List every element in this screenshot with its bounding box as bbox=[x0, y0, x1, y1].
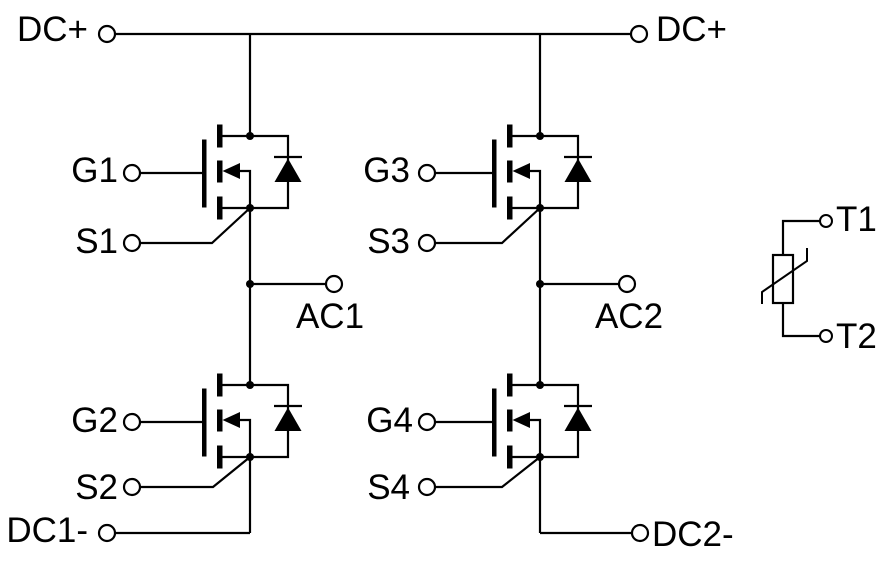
ac1-junction-dot bbox=[246, 280, 254, 288]
label-t1: T1 bbox=[836, 200, 877, 239]
terminal-g2 bbox=[122, 412, 142, 432]
terminal-s1 bbox=[122, 233, 142, 253]
terminal-dc2-neg bbox=[630, 523, 650, 543]
thermistor-body bbox=[771, 253, 795, 305]
mosfet-q2 bbox=[200, 372, 304, 470]
terminal-t2 bbox=[819, 329, 833, 343]
s3-lead-wire bbox=[435, 207, 541, 245]
terminal-s2 bbox=[122, 477, 142, 497]
label-s2: S2 bbox=[75, 468, 118, 507]
mosfet-q4 bbox=[490, 372, 594, 470]
label-g4: G4 bbox=[366, 401, 413, 440]
terminal-t1 bbox=[819, 214, 833, 228]
label-t2: T2 bbox=[836, 317, 877, 356]
mosfet-q3 bbox=[490, 123, 594, 221]
thermistor-stroke-icon bbox=[761, 248, 808, 304]
label-dc1-neg: DC1- bbox=[6, 511, 88, 550]
terminal-dc-plus-left bbox=[97, 24, 117, 44]
terminal-dc1-neg bbox=[97, 523, 117, 543]
terminal-s4 bbox=[417, 477, 437, 497]
label-g2: G2 bbox=[71, 401, 118, 440]
terminal-g3 bbox=[417, 163, 437, 183]
ntc-thermistor bbox=[761, 214, 833, 343]
terminal-ac1 bbox=[324, 274, 344, 294]
s2-lead-wire bbox=[140, 456, 251, 489]
label-s1: S1 bbox=[75, 222, 118, 261]
mosfet-q1 bbox=[200, 123, 304, 221]
terminal-s3 bbox=[417, 233, 437, 253]
label-dc-plus-right: DC+ bbox=[656, 10, 727, 49]
label-g1: G1 bbox=[71, 151, 118, 190]
label-s4: S4 bbox=[367, 468, 410, 507]
t1-lead-wire bbox=[781, 219, 820, 255]
t2-lead-wire bbox=[781, 303, 820, 338]
terminal-g1 bbox=[122, 163, 142, 183]
label-s3: S3 bbox=[367, 222, 410, 261]
terminal-dc-plus-right bbox=[629, 24, 649, 44]
terminal-g4 bbox=[417, 412, 437, 432]
s1-lead-wire bbox=[140, 207, 251, 245]
label-dc2-neg: DC2- bbox=[652, 515, 734, 554]
label-ac2: AC2 bbox=[595, 297, 663, 336]
ac2-junction-dot bbox=[536, 280, 544, 288]
label-dc-plus-left: DC+ bbox=[17, 10, 88, 49]
label-ac1: AC1 bbox=[296, 297, 364, 336]
terminal-ac2 bbox=[617, 274, 637, 294]
label-g3: G3 bbox=[363, 151, 410, 190]
s4-lead-wire bbox=[435, 456, 541, 489]
